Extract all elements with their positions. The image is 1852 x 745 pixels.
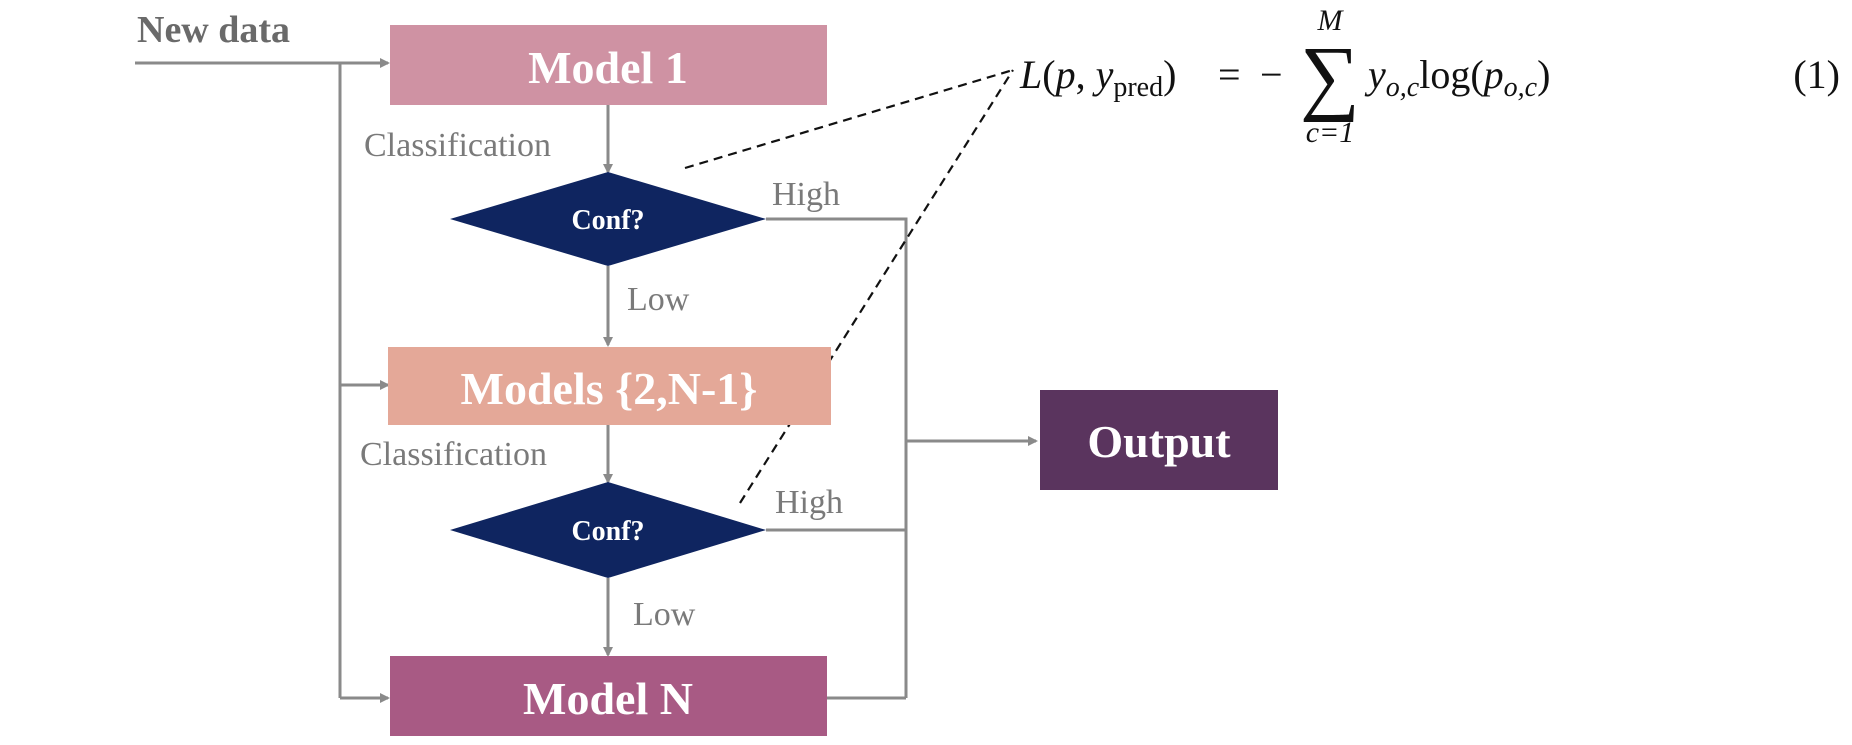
equation-lhs: L(p, ypred) [1019,52,1176,103]
equation-summand: yo,clog(po,c) [1364,52,1550,103]
callout-line-conf2 [739,69,1014,504]
high-label-2: High [775,484,843,521]
callout-line-conf1 [684,68,1014,170]
equation-callouts [684,68,1014,504]
model-1-label: Model 1 [528,42,688,93]
connectors [135,58,1038,703]
equation-sum-symbol: ∑ [1300,30,1360,123]
model-1-box [390,25,827,105]
node-conf-2: Conf? [450,482,766,578]
equation-sum-upper: M [1317,4,1345,37]
equation-equals: = [1218,52,1241,97]
conf-2-label: Conf? [571,516,644,547]
node-models-mid: Models {2,N-1} [388,347,831,425]
loss-equation: L(p, ypred) = − M ∑ c=1 yo,clog(po,c) (1… [1019,4,1840,149]
conf-2-diamond [450,482,766,578]
conf-1-label: Conf? [571,205,644,236]
equation-number: (1) [1793,52,1840,97]
classification-label-2: Classification [360,436,547,473]
node-output: Output [1040,390,1278,490]
classification-label-1: Classification [364,127,551,164]
node-conf-1: Conf? [450,172,766,266]
low-label-1: Low [627,281,690,318]
output-label: Output [1087,416,1231,467]
model-n-box [390,656,827,736]
output-box [1040,390,1278,490]
node-model-1: Model 1 [390,25,827,105]
equation-minus: − [1260,52,1283,97]
conf-1-diamond [450,172,766,266]
low-label-2: Low [633,596,696,633]
models-mid-label: Models {2,N-1} [461,363,758,414]
high-label-1: High [772,176,840,213]
equation-sum-lower: c=1 [1306,116,1355,149]
model-n-label: Model N [523,673,693,724]
node-model-n: Model N [390,656,827,736]
input-label: New data [137,9,290,51]
models-mid-box [388,347,831,425]
conf1-high-line [766,217,908,698]
